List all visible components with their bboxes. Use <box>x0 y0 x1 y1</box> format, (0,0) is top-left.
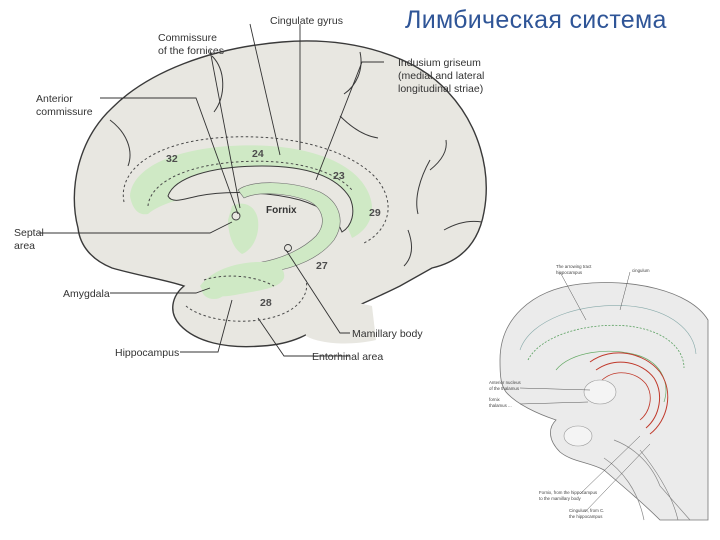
mamillary-dot <box>284 244 292 252</box>
label-indusium-3: longitudinal striae) <box>398 83 483 95</box>
area-number-27: 27 <box>316 260 328 272</box>
area-number-28: 28 <box>260 297 272 309</box>
amygdala-green <box>202 281 226 299</box>
area-number-32: 32 <box>166 153 178 165</box>
inset-label-bottom-1a: Fornix, from the hippocampus <box>539 490 598 495</box>
slide-title: Лимбическая система <box>405 6 667 34</box>
sulci <box>109 51 483 267</box>
label-anterior-commissure-2: commissure <box>36 106 93 118</box>
label-fornix: Fornix <box>266 205 297 216</box>
label-entorhinal-area: Entorhinal area <box>312 351 383 363</box>
main-brain-diagram: Cingulate gyrus Commissure of the fornic… <box>14 15 487 363</box>
inset-label-left-2b: thalamus ... <box>489 403 512 408</box>
dotted-boundaries <box>122 136 389 322</box>
area-number-29: 29 <box>369 207 381 219</box>
brainstem <box>300 296 376 344</box>
area-number-23: 23 <box>333 170 345 182</box>
inset-label-bottom-1b: to the mamillary body <box>539 496 582 501</box>
label-indusium-1: Indusium griseum <box>398 57 481 69</box>
label-commissure-fornices-1: Commissure <box>158 32 217 44</box>
label-cingulate-gyrus: Cingulate gyrus <box>270 15 343 27</box>
leader-lines <box>38 23 384 357</box>
inset-label-left-1a: Anterior nucleus <box>489 380 522 385</box>
label-commissure-fornices-2: of the fornices <box>158 45 224 57</box>
inset-label-left-2a: fornix <box>489 397 501 402</box>
anterior-commissure-dot <box>231 211 241 221</box>
inset-label-top-left-1: The arrowing tract <box>556 264 592 269</box>
label-mamillary-body: Mamillary body <box>352 328 423 340</box>
inset-red-tract <box>589 352 669 435</box>
label-anterior-commissure-1: Anterior <box>36 93 73 105</box>
label-indusium-2: (medial and lateral <box>398 70 484 82</box>
label-hippocampus: Hippocampus <box>115 347 179 359</box>
corpus-callosum <box>167 165 354 233</box>
area-number-24: 24 <box>252 148 264 160</box>
inset-label-top-right: cingulum <box>632 268 650 273</box>
label-amygdala: Amygdala <box>63 288 110 300</box>
inset-label-bottom-2a: Cingulum, from C. <box>569 508 604 513</box>
inset-label-left-1b: of the thalamus <box>489 386 520 391</box>
inset-label-top-left-2: hippocampus <box>556 270 583 275</box>
inset-label-bottom-2b: the hippocampus <box>569 514 603 519</box>
label-septal-1: Septal <box>14 227 44 239</box>
label-septal-2: area <box>14 240 35 252</box>
inset-brain-diagram: The arrowing tract hippocampus cingulum … <box>489 264 709 521</box>
